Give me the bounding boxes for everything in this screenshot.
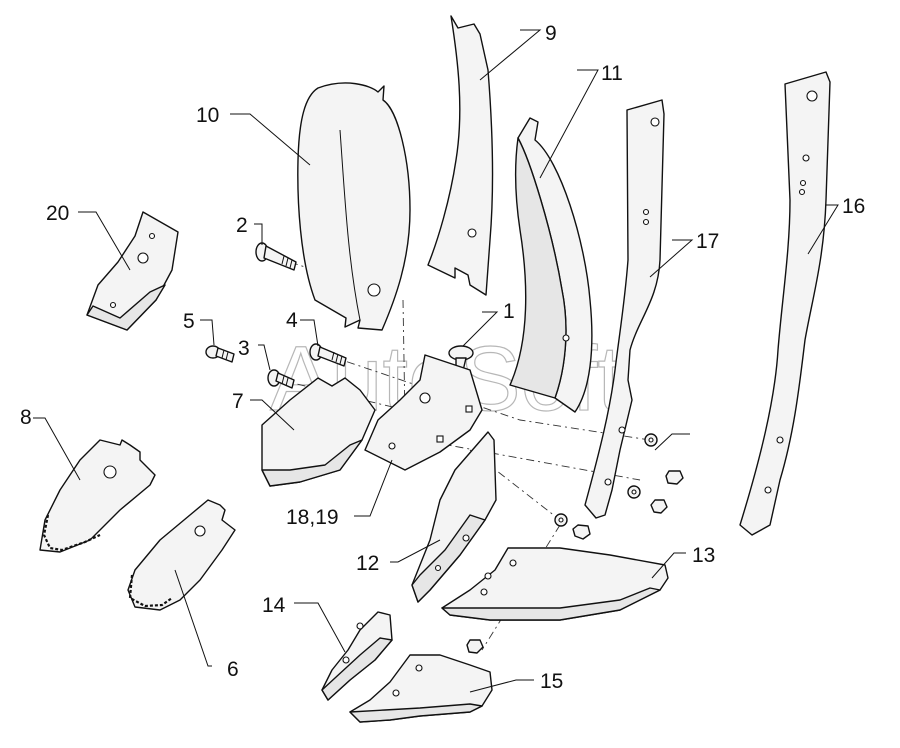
callout-11: 11 [601, 62, 623, 85]
part-15-wing-plate [349, 654, 493, 723]
part-11-curved-blade [509, 117, 593, 413]
part-2-bolt [255, 242, 297, 271]
part-13-wing-plate [441, 547, 669, 621]
part-20-shoe [86, 211, 179, 331]
callout-labels: 1 2 3 4 5 6 7 8 9 10 11 12 13 14 15 16 1… [20, 22, 865, 693]
callout-10: 10 [196, 104, 219, 127]
callout-13: 13 [692, 544, 715, 567]
callout-15: 15 [540, 670, 563, 693]
part-6-share-hardfaced [127, 499, 236, 611]
callout-leader-lines [33, 29, 839, 693]
part-7-share [261, 377, 376, 487]
part-18-19-frog-plate [364, 354, 483, 471]
part-9-shin [427, 15, 494, 296]
callout-14: 14 [262, 594, 286, 617]
callout-20: 20 [46, 202, 69, 225]
part-12-shin-plate [411, 431, 497, 603]
part-4-bolt [309, 343, 347, 367]
part-8-share-hardfaced [39, 439, 156, 553]
callout-7: 7 [232, 390, 244, 413]
callout-9: 9 [545, 22, 557, 45]
callout-2: 2 [236, 214, 248, 237]
callout-16: 16 [842, 195, 865, 218]
callout-1: 1 [503, 300, 515, 323]
callout-18-19: 18,19 [286, 506, 339, 529]
part-14-small-shin [321, 611, 393, 701]
callout-17: 17 [696, 230, 719, 253]
callout-3: 3 [238, 337, 250, 360]
part-17-frame-bar [584, 99, 665, 519]
callout-6: 6 [227, 658, 239, 681]
callout-8: 8 [20, 406, 32, 429]
callout-12: 12 [356, 552, 379, 575]
part-10-moldboard [297, 82, 411, 331]
callout-5: 5 [183, 310, 195, 333]
part-16-frame-bar [739, 71, 831, 536]
fastener-washers-nuts [466, 433, 684, 654]
part-3-bolt [267, 369, 295, 389]
callout-4: 4 [286, 309, 298, 332]
part-5-bolt [205, 345, 235, 363]
